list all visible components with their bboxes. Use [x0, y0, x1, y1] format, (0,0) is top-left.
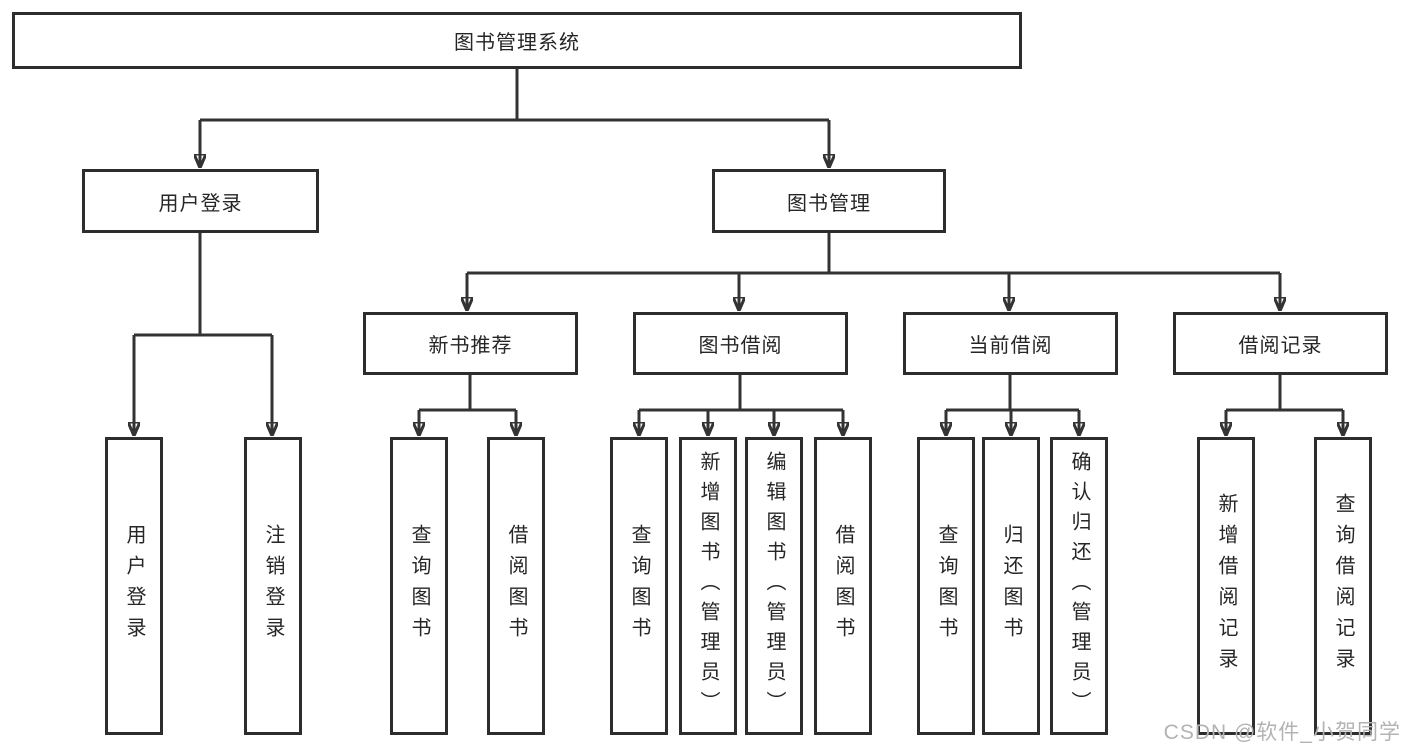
node-func-user-login: 用户登录 [105, 437, 163, 735]
node-module-borrow-records: 借阅记录 [1173, 312, 1388, 375]
node-func-query-books-recommend: 查询图书 [390, 437, 448, 735]
node-func-query-books-current: 查询图书 [917, 437, 975, 735]
node-func-return-books: 归还图书 [982, 437, 1040, 735]
connector-current-borrow-trunk [946, 375, 1079, 412]
node-root-system: 图书管理系统 [12, 12, 1022, 69]
connector-borrow-records-trunk [1226, 375, 1343, 412]
node-branch-book-management: 图书管理 [712, 169, 946, 233]
node-func-confirm-return-admin: 确认归还（管理员） [1050, 437, 1108, 735]
connector-root-trunk [200, 69, 829, 122]
node-branch-user-login: 用户登录 [82, 169, 319, 233]
node-func-logout: 注销登录 [244, 437, 302, 735]
node-func-borrow-books: 借阅图书 [814, 437, 872, 735]
connector-new-books-trunk [419, 375, 516, 412]
node-func-edit-books-admin: 编辑图书（管理员） [745, 437, 803, 735]
node-func-query-borrow-record: 查询借阅记录 [1314, 437, 1372, 735]
node-module-current-borrow: 当前借阅 [903, 312, 1118, 375]
node-func-add-borrow-record: 新增借阅记录 [1197, 437, 1255, 735]
node-func-borrow-books-recommend: 借阅图书 [487, 437, 545, 735]
csdn-watermark: CSDN @软件_小贺同学 [1163, 721, 1401, 744]
node-module-new-book-recommend: 新书推荐 [363, 312, 578, 375]
connector-book-borrow-trunk [639, 375, 843, 412]
connector-user-login-trunk [134, 233, 272, 337]
node-func-add-books-admin: 新增图书（管理员） [679, 437, 737, 735]
node-func-query-books-borrow: 查询图书 [610, 437, 668, 735]
connector-book-mgmt-trunk [467, 233, 1280, 275]
node-module-book-borrow: 图书借阅 [633, 312, 848, 375]
